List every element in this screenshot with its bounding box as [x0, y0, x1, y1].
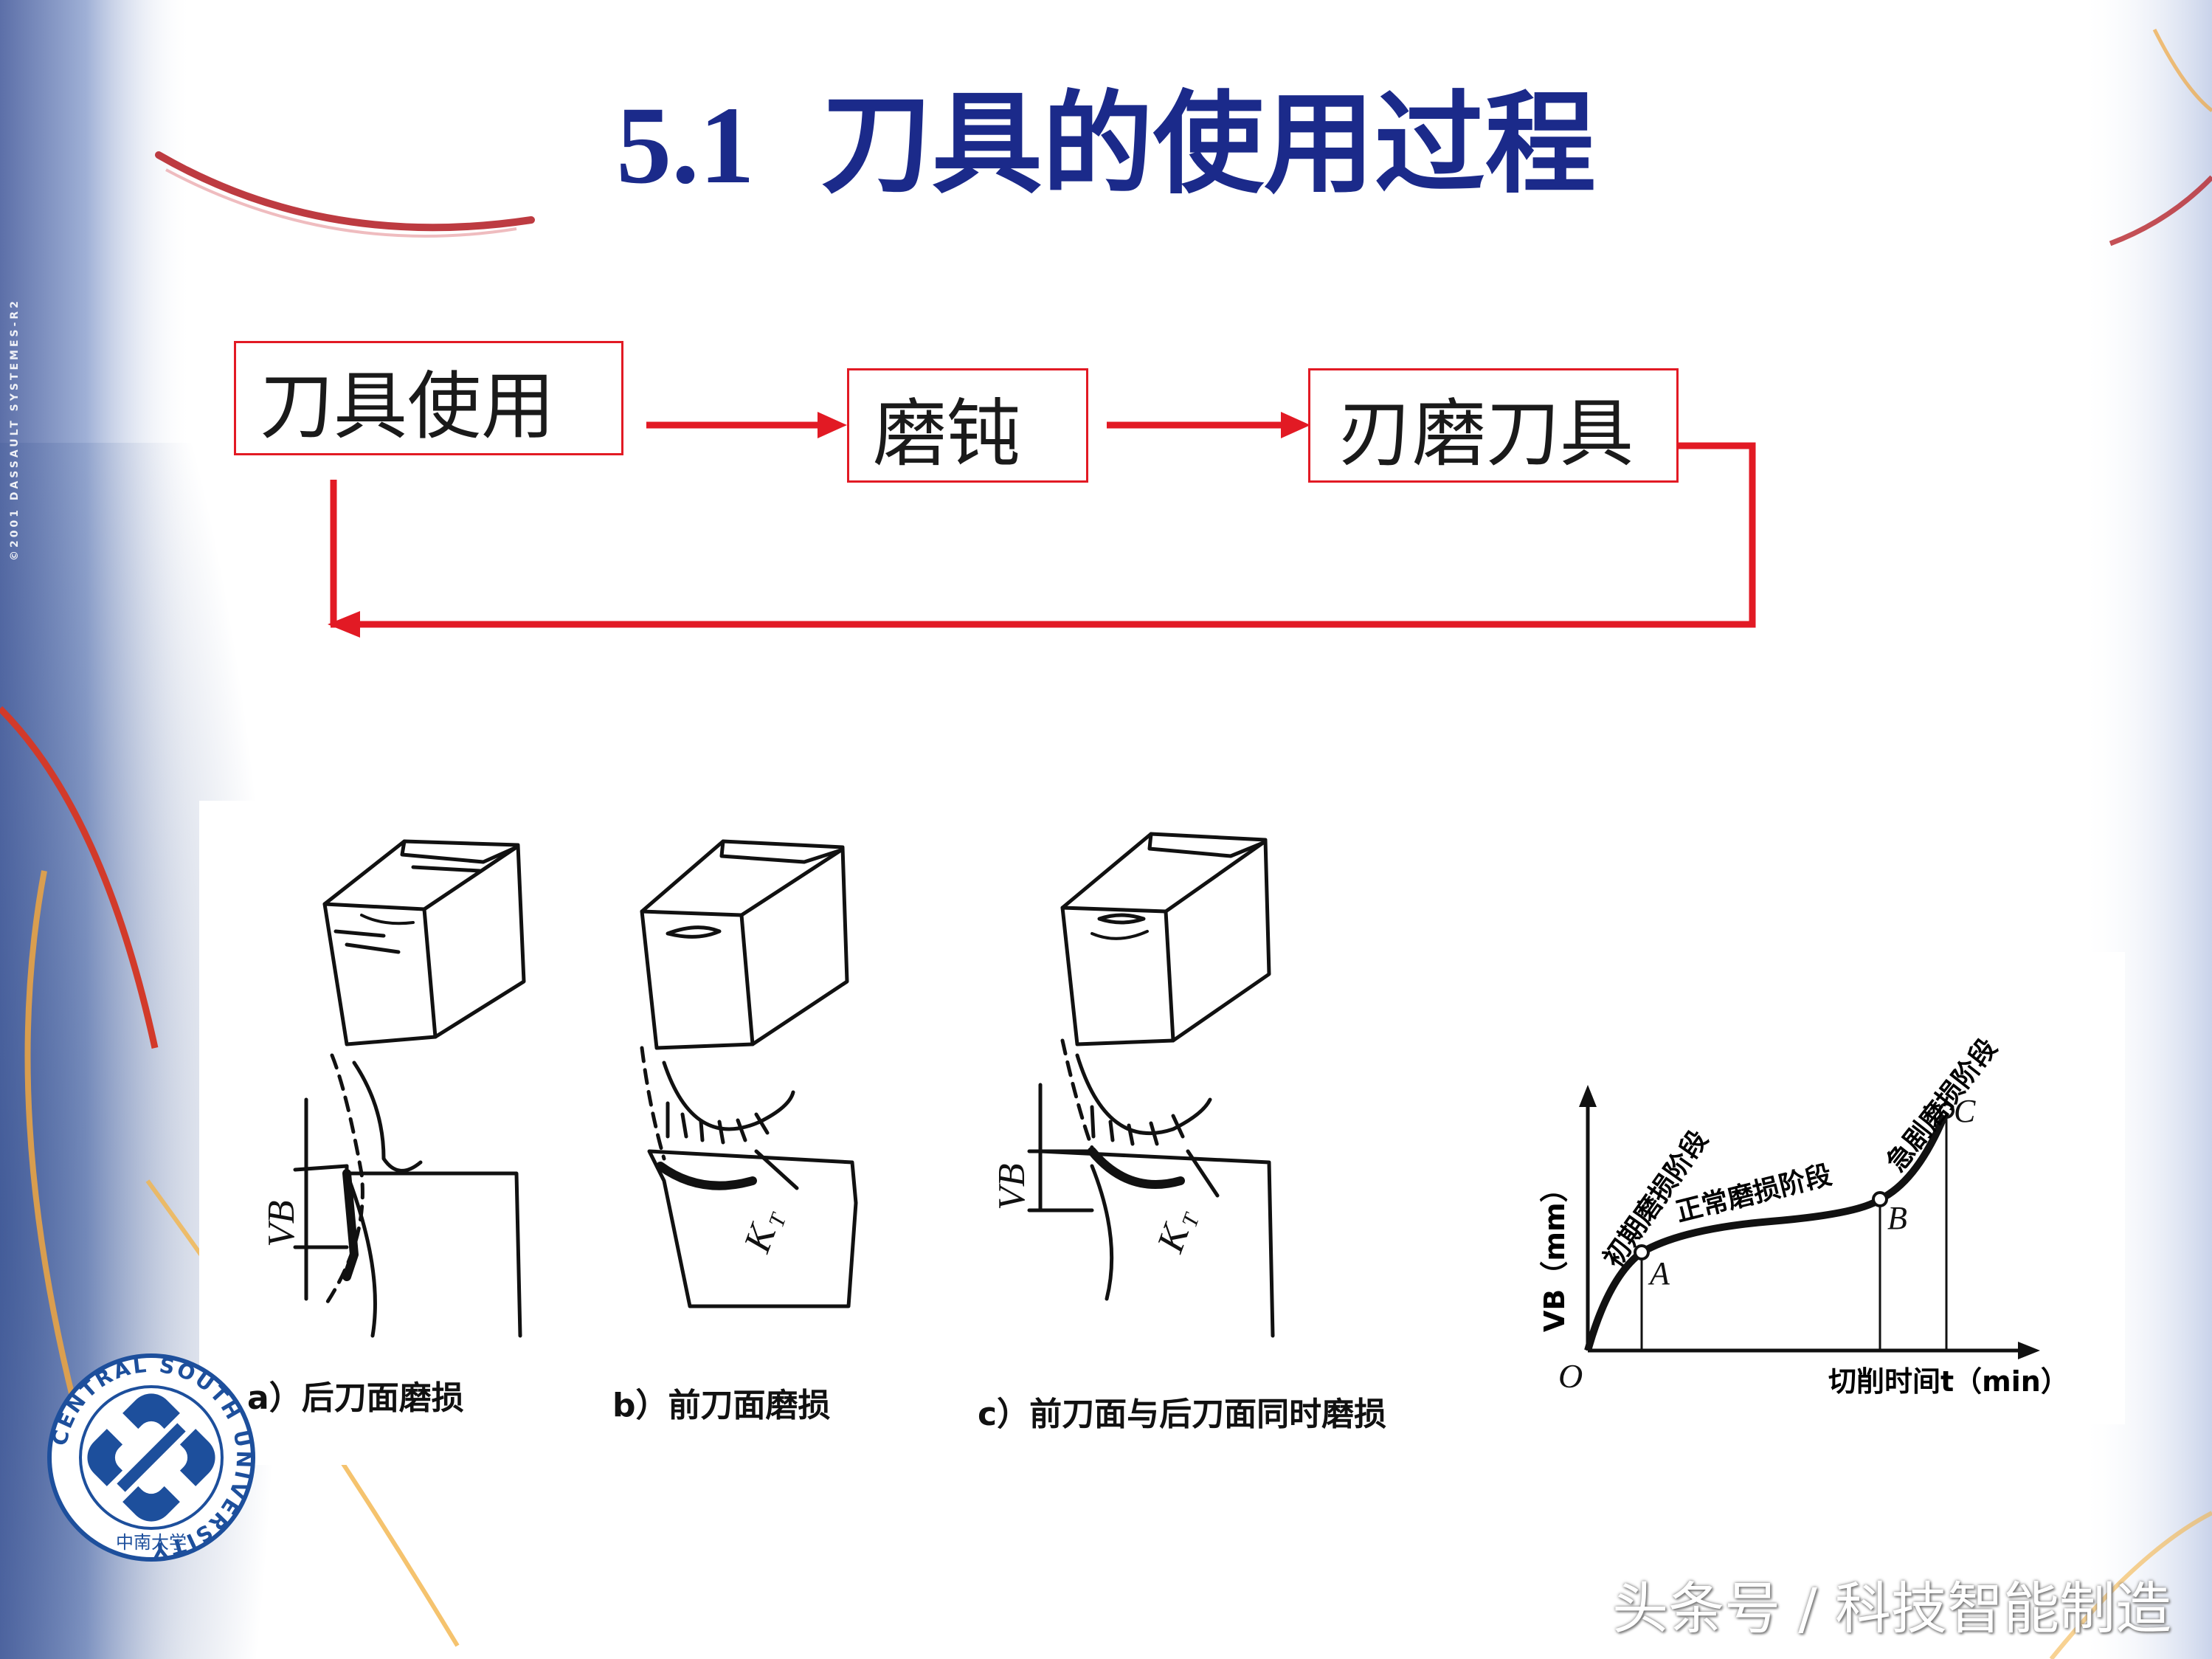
- insert-c-drawing: [1060, 832, 1271, 1046]
- insert-b-drawing: [640, 839, 849, 1050]
- logo-emblem: CENTRAL SOUTH UNIVERSITY 中南大学: [47, 1353, 255, 1562]
- vb-label-a: VB: [260, 1200, 303, 1247]
- section-c-drawing: [1027, 1038, 1275, 1338]
- title-number: 5.1: [616, 84, 755, 207]
- flow-box-dull-label: 磨钝: [873, 390, 1020, 477]
- y-axis-arrow: [1579, 1085, 1597, 1107]
- section-a-drawing: [293, 1053, 522, 1338]
- caption-flank-wear: a）后刀面磨损: [247, 1379, 464, 1417]
- insert-a-drawing: [322, 839, 526, 1046]
- flow-box-sharpen-label: 刃磨刀具: [1338, 390, 1634, 477]
- point-a-marker: [1634, 1244, 1650, 1260]
- flow-box-tool-use: 刀具使用: [234, 341, 623, 455]
- logo-chinese-name: 中南大学: [116, 1532, 187, 1553]
- point-c-marker: [1938, 1103, 1954, 1119]
- point-a-label: A: [1648, 1255, 1670, 1291]
- section-b-drawing: [640, 1046, 858, 1308]
- x-axis-label: 切削时间t（min）: [1828, 1365, 2069, 1398]
- arrowhead-1: [818, 412, 847, 438]
- university-logo: CENTRAL SOUTH UNIVERSITY 中南大学: [44, 1351, 258, 1565]
- return-line: [331, 442, 1756, 628]
- arrowhead-2: [1281, 412, 1310, 438]
- caption-combined-wear: c）前刀面与后刀面同时磨损: [978, 1396, 1387, 1433]
- page-title: 5.1 刀具的使用过程: [0, 81, 2212, 208]
- caption-rake-wear: b）前刀面磨损: [612, 1387, 831, 1424]
- arrowhead-return: [328, 611, 360, 638]
- y-axis-label: VB（mm）: [1538, 1174, 1571, 1332]
- flow-box-tool-use-label: 刀具使用: [260, 363, 555, 449]
- flow-box-dull: 磨钝: [847, 368, 1088, 483]
- point-b-marker: [1872, 1191, 1888, 1207]
- title-text: 刀具的使用过程: [820, 79, 1596, 209]
- tool-wear-figure-panel: [199, 801, 1498, 1465]
- vb-label-c: VB: [991, 1163, 1033, 1210]
- x-axis-arrow: [2018, 1342, 2040, 1359]
- point-c-label: C: [1954, 1093, 1976, 1129]
- origin-label: O: [1558, 1357, 1583, 1395]
- watermark: 头条号 / 科技智能制造: [1612, 1576, 2171, 1641]
- wear-curve: [1584, 1109, 1950, 1352]
- stage-rapid-label: 急剧磨损阶段: [1881, 1033, 2003, 1177]
- flow-box-sharpen: 刃磨刀具: [1308, 368, 1679, 483]
- point-b-label: B: [1887, 1200, 1907, 1236]
